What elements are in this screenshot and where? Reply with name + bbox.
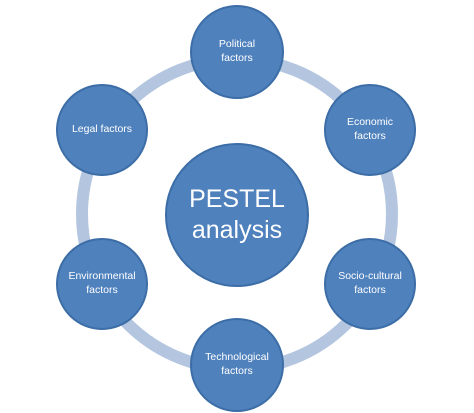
node-socio-cultural-factors: Socio-cultural factors	[324, 238, 416, 330]
center-node-pestel-analysis: PESTEL analysis	[165, 143, 309, 287]
node-technological-factors: Technological factors	[190, 318, 284, 412]
node-environmental-factors: Environmental factors	[56, 238, 148, 330]
node-legal-factors: Legal factors	[56, 84, 148, 176]
node-political-factors: Political factors	[190, 5, 284, 99]
node-economic-factors: Economic factors	[324, 84, 416, 176]
